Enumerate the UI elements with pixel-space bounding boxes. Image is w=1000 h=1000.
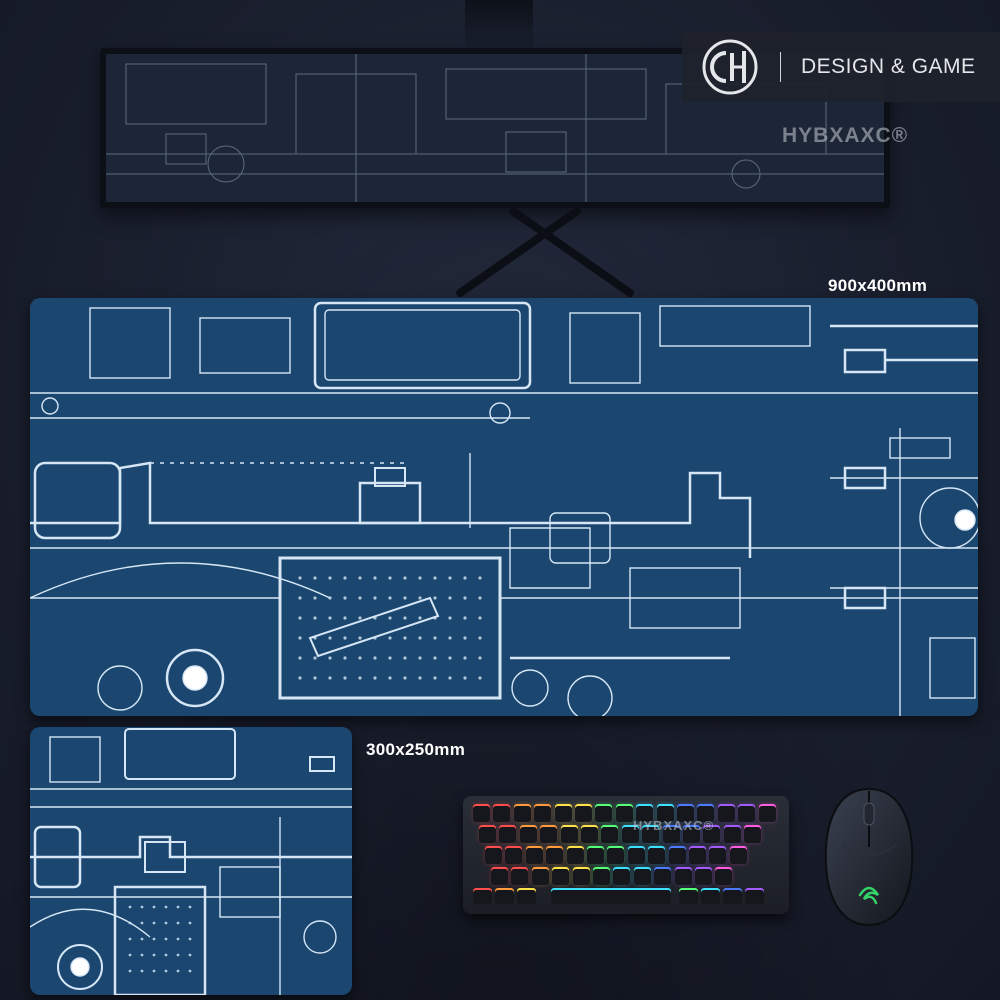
keyboard-key: [709, 846, 727, 864]
keyboard-key: [505, 846, 523, 864]
keyboard-key: [572, 867, 590, 885]
keyboard-key: [738, 804, 756, 822]
keyboard-key: [615, 804, 633, 822]
brand-badge-text: DESIGN & GAME: [801, 55, 976, 78]
keyboard-key: [633, 867, 651, 885]
brand-badge: DESIGN & GAME: [682, 32, 1000, 102]
keyboard-key: [531, 867, 549, 885]
keyboard-key: [679, 888, 698, 904]
keyboard-key: [697, 804, 715, 822]
keyboard-key: [554, 804, 572, 822]
keyboard-key: [695, 867, 712, 885]
keyboard-key: [525, 846, 543, 864]
monitor-neck: [465, 0, 533, 52]
keyboard-key: [683, 825, 700, 843]
monitor: [100, 0, 890, 299]
keyboard-key: [674, 867, 692, 885]
keyboard-key: [723, 825, 741, 843]
keyboard-key: [546, 846, 564, 864]
keyboard-key: [636, 804, 654, 822]
keyboard-key: [493, 804, 511, 822]
gaming-mouse: [822, 785, 916, 927]
keyboard-key: [540, 825, 558, 843]
keyboard-key: [656, 804, 674, 822]
keyboard-key: [581, 825, 598, 843]
keyboard-key: [473, 804, 490, 822]
keyboard-key: [511, 867, 529, 885]
keyboard-key: [642, 825, 660, 843]
keyboard-watermark: HYBXAXC®: [633, 818, 715, 833]
keyboard-key: [517, 888, 536, 904]
keyboard-key: [613, 867, 631, 885]
keyboard-key: [654, 867, 672, 885]
keyboard-keys: [473, 804, 779, 906]
keyboard-key: [701, 888, 720, 904]
keyboard-key: [575, 804, 592, 822]
keyboard-key: [552, 867, 570, 885]
large-mat-size-label: 900x400mm: [828, 276, 928, 295]
keyboard-key: [662, 825, 680, 843]
large-mouse-mat: [30, 298, 978, 716]
small-mat-blueprint: [30, 728, 352, 995]
keyboard: HYBXAXC®: [463, 796, 789, 914]
keyboard-key: [627, 846, 645, 864]
keyboard-key: [473, 888, 492, 904]
keyboard-key: [491, 867, 508, 885]
keyboard-key: [479, 825, 496, 843]
keyboard-key: [485, 846, 502, 864]
keyboard-key: [621, 825, 639, 843]
large-mat-blueprint: [30, 301, 978, 716]
brand-separator: [780, 52, 781, 82]
keyboard-key: [519, 825, 537, 843]
keyboard-key: [745, 888, 764, 904]
keyboard-spacebar: [551, 888, 671, 904]
keyboard-key: [668, 846, 686, 864]
keyboard-key: [593, 867, 610, 885]
keyboard-key: [648, 846, 666, 864]
keyboard-key: [595, 804, 613, 822]
snake-logo-icon: [858, 886, 880, 905]
keyboard-key: [495, 888, 514, 904]
keyboard-key: [729, 846, 747, 864]
keyboard-key: [513, 804, 531, 822]
monitor-blueprint: [106, 54, 884, 202]
keyboard-key: [534, 804, 552, 822]
ch-monogram-logo-icon: [702, 39, 758, 95]
small-mouse-mat: [30, 727, 352, 995]
keyboard-key: [499, 825, 517, 843]
keyboard-key: [601, 825, 619, 843]
keyboard-key: [677, 804, 694, 822]
keyboard-key: [703, 825, 721, 843]
keyboard-key: [717, 804, 735, 822]
keyboard-key: [689, 846, 706, 864]
keyboard-key: [607, 846, 625, 864]
keyboard-key: [715, 867, 733, 885]
keyboard-key: [723, 888, 742, 904]
keyboard-key: [566, 846, 584, 864]
keyboard-key: [587, 846, 604, 864]
keyboard-key: [560, 825, 578, 843]
mouse-body: [824, 787, 914, 927]
small-mat-size-label: 300x250mm: [366, 740, 466, 759]
brand-watermark: HYBXAXC®: [782, 124, 909, 147]
keyboard-key: [758, 804, 776, 822]
keyboard-key: [744, 825, 762, 843]
